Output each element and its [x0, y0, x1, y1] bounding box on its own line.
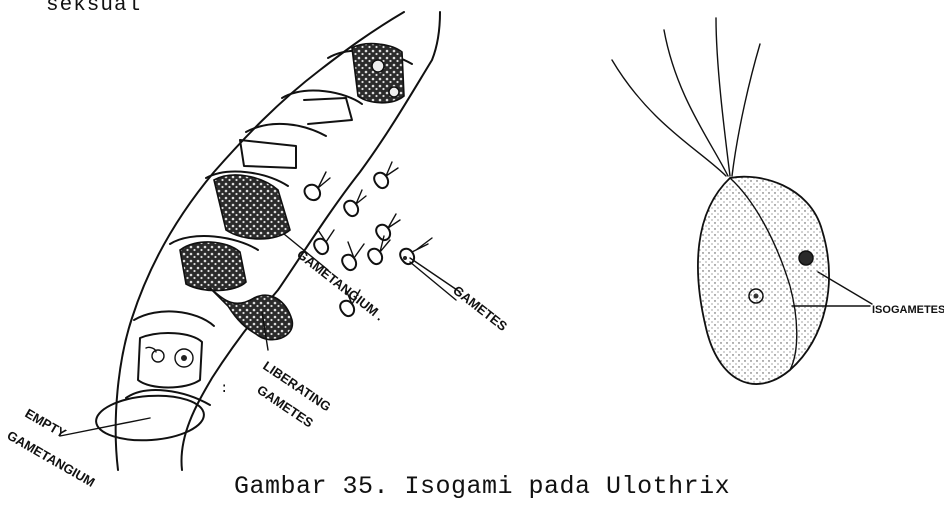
- label-empty: EMPTY: [23, 406, 70, 442]
- gamete: [374, 162, 398, 188]
- label-gametes: GAMETES: [450, 283, 510, 335]
- gamete: [342, 242, 364, 270]
- free-gametes: [305, 162, 433, 316]
- label-isogametes: ISOGAMETES: [872, 304, 944, 316]
- figure-caption: Gambar 35. Isogami pada Ulothrix: [234, 472, 730, 501]
- stray-mark: :: [220, 381, 228, 397]
- gamete: [376, 214, 400, 240]
- isogamete-figure: [612, 18, 829, 384]
- gamete: [400, 238, 432, 264]
- label-gametangium: GAMETANGIUM .: [294, 247, 387, 324]
- gamete: [344, 190, 366, 216]
- label-empty-gametangium: GAMETANGIUM: [5, 428, 98, 490]
- gamete: [305, 172, 331, 200]
- gamete: [314, 230, 334, 254]
